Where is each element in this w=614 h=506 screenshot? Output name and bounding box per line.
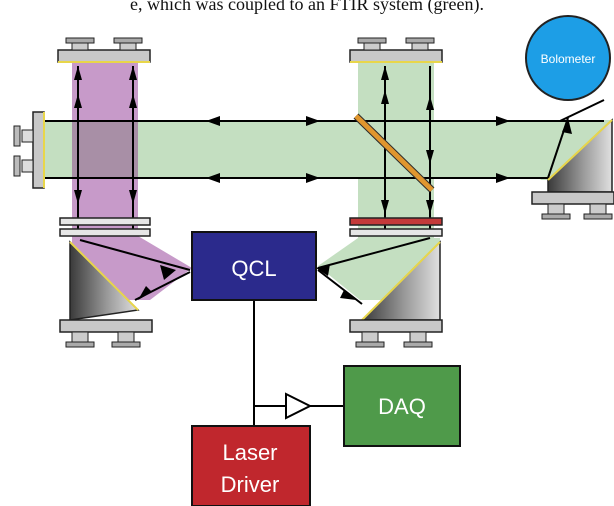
ir-source bbox=[13, 111, 45, 189]
arrow-icon bbox=[562, 118, 572, 134]
laser-driver-label-line1: Laser bbox=[222, 440, 277, 465]
laser-driver-box: Laser Driver bbox=[191, 425, 311, 506]
arrow-left-icon bbox=[206, 173, 220, 183]
mirror-mount-top-middle bbox=[349, 37, 443, 63]
laser-driver-label-line2: Driver bbox=[221, 472, 280, 497]
arrow-up-icon bbox=[74, 94, 82, 108]
arrow-up-icon bbox=[426, 96, 434, 110]
qcl-beam bbox=[72, 62, 192, 300]
arrow-right-icon bbox=[306, 173, 320, 183]
qcl-box: QCL bbox=[191, 231, 317, 301]
arrow-down-icon bbox=[426, 150, 434, 164]
arrow-left-icon bbox=[206, 116, 220, 126]
arrow-icon bbox=[160, 265, 176, 280]
parabolic-mirror-left bbox=[59, 240, 153, 348]
window-left bbox=[59, 217, 151, 237]
arrow-down-icon bbox=[74, 190, 82, 204]
wiring bbox=[253, 300, 344, 426]
figure-caption: e, which was coupled to an FTIR system (… bbox=[130, 0, 484, 14]
bolometer-label: Bolometer bbox=[541, 52, 596, 66]
daq-box: DAQ bbox=[343, 365, 461, 447]
arrow-up-icon bbox=[74, 66, 82, 80]
arrow-up-icon bbox=[129, 66, 137, 80]
arrow-icon bbox=[138, 286, 152, 300]
arrow-up-icon bbox=[381, 90, 389, 104]
arrow-right-icon bbox=[306, 116, 320, 126]
amplifier-icon bbox=[285, 392, 313, 420]
arrow-down-icon bbox=[381, 200, 389, 214]
parabolic-mirror-middle bbox=[349, 240, 443, 348]
window-right bbox=[349, 217, 443, 237]
bolometer: Bolometer bbox=[525, 15, 611, 101]
mirror-mount-top-left bbox=[57, 37, 151, 63]
arrow-down-icon bbox=[129, 190, 137, 204]
parabolic-mirror-right bbox=[531, 118, 614, 220]
arrow-icon bbox=[340, 290, 356, 300]
arrow-icon bbox=[316, 264, 330, 276]
arrow-right-icon bbox=[496, 116, 510, 126]
arrow-up-icon bbox=[129, 94, 137, 108]
beam-overlap bbox=[72, 121, 138, 179]
beam-arrows bbox=[74, 66, 572, 300]
daq-label: DAQ bbox=[378, 394, 426, 419]
arrow-right-icon bbox=[496, 173, 510, 183]
beamsplitter bbox=[354, 114, 434, 192]
arrow-up-icon bbox=[381, 66, 389, 80]
arrow-down-icon bbox=[426, 200, 434, 214]
qcl-label: QCL bbox=[231, 256, 276, 281]
